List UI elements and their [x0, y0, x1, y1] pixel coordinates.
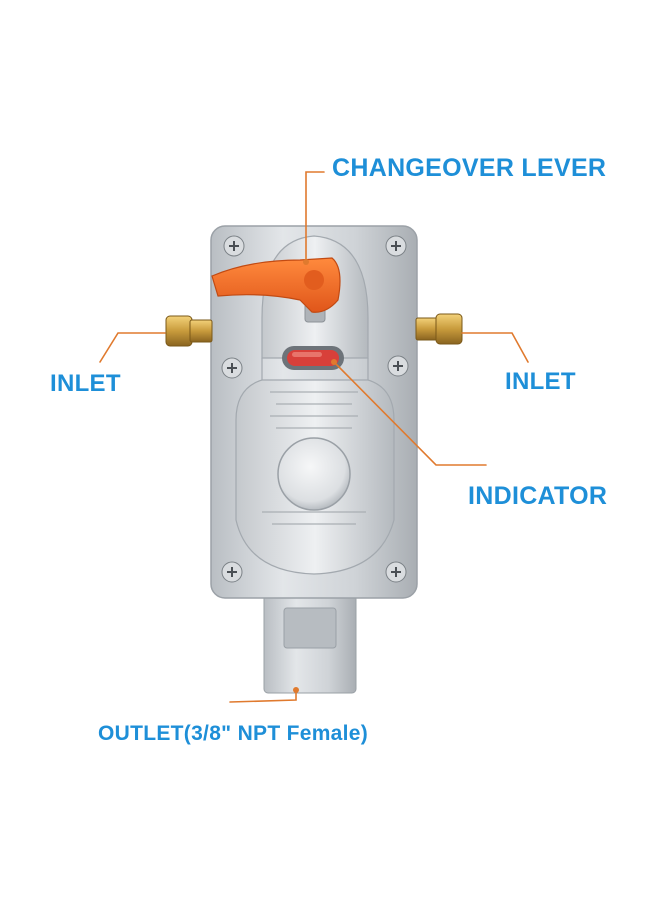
- changeover-lever-label: CHANGEOVER LEVER: [332, 154, 607, 182]
- inlet-left-label: INLET: [50, 370, 121, 397]
- leader-dots: [293, 259, 337, 693]
- leader-lines: [99, 171, 529, 703]
- phillips-screw-icon: [221, 235, 409, 583]
- inlet-right-label: INLET: [505, 368, 576, 395]
- outlet-port: [263, 577, 357, 694]
- lever-handle-icon: [211, 257, 341, 323]
- leader-outlet: [229, 689, 297, 703]
- leader-inlet-left: [99, 332, 166, 363]
- indicator-window-icon: [282, 346, 344, 370]
- regulator-body: [210, 225, 418, 599]
- leader-indicator: [333, 361, 487, 466]
- indicator-label: INDICATOR: [468, 482, 608, 510]
- leader-lever: [305, 171, 325, 263]
- leader-inlet-right: [461, 332, 529, 363]
- outlet-label: OUTLET(3/8" NPT Female): [98, 722, 369, 745]
- brass-fitting-icon: [165, 313, 463, 347]
